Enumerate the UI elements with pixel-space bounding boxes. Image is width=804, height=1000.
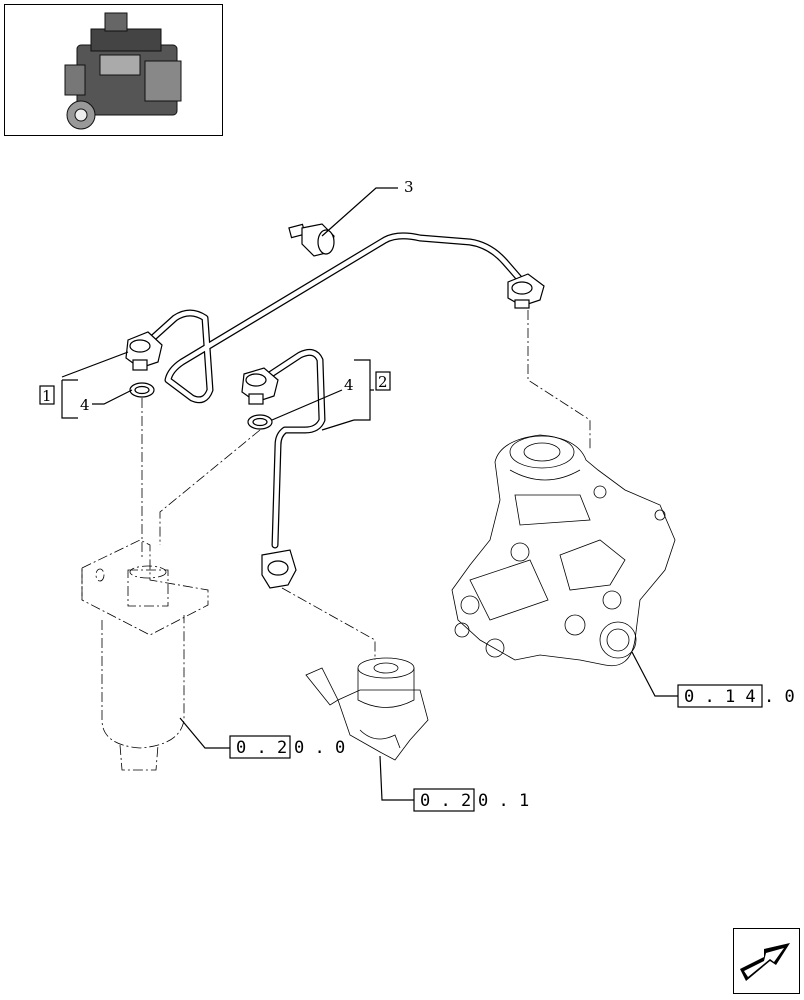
callout-3: 3 (404, 178, 414, 196)
ref-filter-rest: 0 . 0 (294, 738, 345, 758)
ref-filter-boxed: 0 . 2 (236, 738, 287, 758)
ref-injpump-boxed: 0 . 1 4 (684, 687, 756, 707)
next-page-arrow-icon (740, 943, 790, 985)
banjo-fitting-left (125, 331, 163, 371)
fuel-filter-assembly (81, 539, 209, 771)
leader-3 (321, 187, 398, 237)
leader-ref-injpump (631, 651, 678, 697)
banjo-fitting-bottom (261, 549, 297, 589)
callout-4-right: 4 (344, 376, 354, 394)
bracket-2 (354, 359, 374, 421)
seal-ring-right (247, 414, 273, 430)
next-page-button[interactable] (733, 928, 800, 994)
seal-ring-right-inner (252, 417, 268, 427)
leader-ref-liftpump (379, 755, 414, 801)
injection-pump-assembly (451, 434, 676, 667)
centerline-liftpump (281, 587, 376, 660)
leader-ref-filter (179, 717, 230, 749)
engine-thumbnail-icon (64, 12, 182, 130)
ref-injpump[interactable]: 0 . 1 4 . 0 . (677, 684, 804, 708)
lift-pump-assembly (305, 657, 429, 761)
leader-4-right (271, 389, 343, 421)
callout-1-box (39, 385, 55, 405)
centerline-filter-2 (159, 429, 261, 545)
seal-ring-left-inner (134, 385, 150, 395)
leader-2 (321, 419, 355, 431)
banjo-fitting-middle (241, 367, 279, 405)
ref-filter[interactable]: 0 . 2 0 . 0 (229, 735, 345, 759)
centerline-injpump (527, 310, 591, 450)
ref-liftpump-boxed: 0 . 2 (420, 791, 471, 811)
callout-1: 1 (42, 387, 52, 405)
leader-1 (61, 351, 129, 378)
ref-liftpump[interactable]: 0 . 2 0 . 1 (413, 788, 529, 812)
engine-thumbnail (4, 4, 223, 136)
ref-liftpump-box (413, 788, 475, 812)
ref-liftpump-rest: 0 . 1 (478, 791, 529, 811)
callout-2-box (375, 371, 391, 391)
ref-filter-box (229, 735, 291, 759)
callout-4-left: 4 (80, 396, 90, 414)
seal-ring-left (129, 382, 155, 398)
ref-injpump-rest: . 0 . (764, 687, 804, 707)
callout-2: 2 (378, 373, 388, 391)
bleed-screw (288, 223, 335, 257)
fuel-return-pipe-1 (141, 232, 529, 404)
ref-injpump-box (677, 684, 763, 708)
bracket-1 (61, 379, 78, 419)
fuel-pipe-2 (258, 348, 326, 549)
leader-4-left (92, 389, 133, 405)
banjo-fitting-right (507, 273, 545, 309)
